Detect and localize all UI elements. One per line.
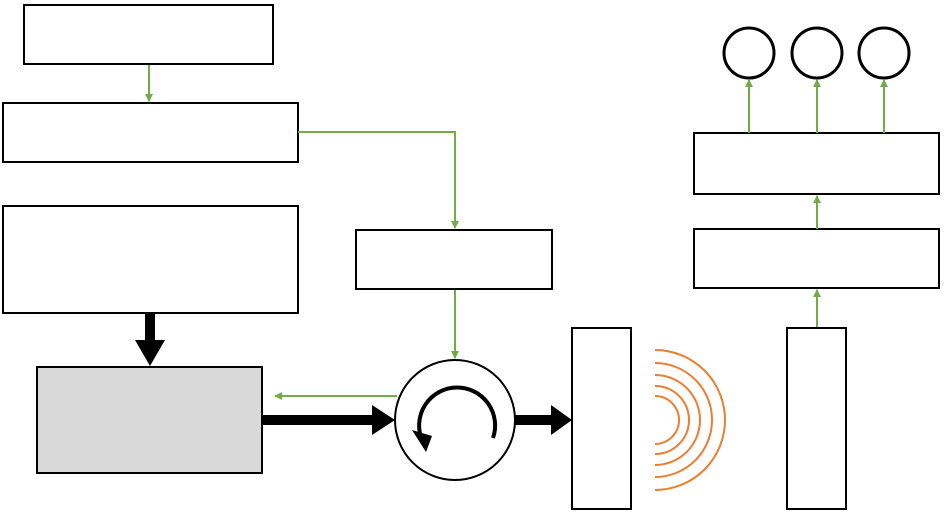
block-shaded [36, 366, 263, 474]
wave-arc-2 [654, 385, 690, 455]
block-rx-panel [786, 327, 847, 510]
circulator [394, 359, 516, 481]
power-arrow-shaded-to-circulator [262, 405, 395, 435]
output-circle-3 [857, 26, 911, 80]
radiated-wave-icon [654, 349, 726, 491]
block-large-left [2, 205, 299, 314]
power-arrow-circulator-to-tx [515, 405, 572, 435]
wave-arc-3 [654, 374, 701, 466]
circulator-body [394, 359, 516, 481]
block-middle [355, 229, 553, 290]
wave-arc-1 [654, 395, 680, 445]
signal-arrow-second-to-middle [298, 131, 459, 229]
circulator-rotation-arc [417, 385, 498, 441]
block-right-upper [693, 132, 940, 195]
circulator-rotation-arrowhead-icon [412, 430, 432, 452]
output-circle-1 [722, 26, 776, 80]
block-top-left [23, 4, 274, 65]
power-arrow-large-to-shaded [135, 313, 165, 366]
block-right-lower [693, 228, 940, 289]
wave-arc-5 [654, 349, 726, 491]
wave-arc-4 [654, 362, 713, 478]
block-tx-panel [571, 327, 632, 510]
block-second-left [2, 102, 299, 163]
output-circle-2 [790, 26, 844, 80]
